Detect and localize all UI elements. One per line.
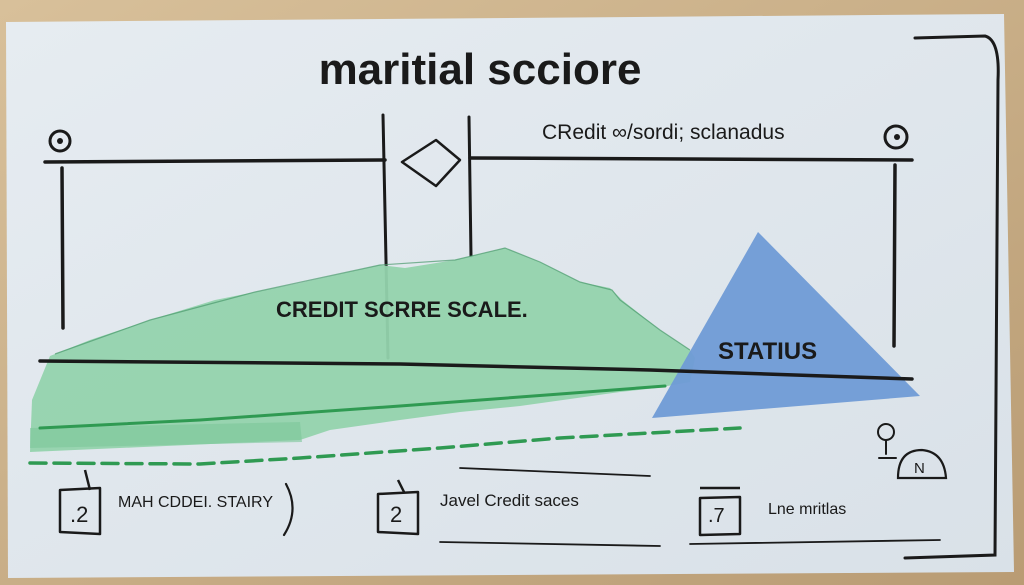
divider-line-2 <box>467 115 473 258</box>
corner-badge-label: N <box>914 460 925 477</box>
legend-underline-3 <box>689 539 941 545</box>
header-note: CRedit ∞/sordi; sclanadus <box>542 121 785 144</box>
mountain-shadow-strip <box>30 422 302 448</box>
green-dashed-line <box>28 426 742 466</box>
legend-bracket-1 <box>282 482 294 537</box>
legend-text-2: Javel Credit saces <box>440 491 579 510</box>
main-baseline <box>38 359 914 381</box>
right-border-bracket <box>903 34 1000 560</box>
circle-marker-right <box>883 124 909 150</box>
green-trend-line <box>38 384 667 430</box>
legend-box-3: .7 <box>708 505 725 527</box>
credit-scale-label: CREDIT SCRRE SCALE. <box>276 297 528 322</box>
legend-box-1: .2 <box>70 502 88 527</box>
diamond-shape <box>400 138 462 188</box>
vertical-line-right <box>892 163 897 348</box>
circle-dot-right <box>894 134 900 140</box>
legend-mark-1 <box>58 469 102 536</box>
mountain-outline <box>54 247 691 355</box>
circle-marker-left <box>48 129 72 153</box>
status-label: STATIUS <box>718 338 817 365</box>
pin-stem <box>878 439 897 459</box>
legend-text-3: Lne mritlas <box>768 501 846 518</box>
vertical-line-left <box>60 166 65 330</box>
badge-arch <box>896 448 948 480</box>
legend-box-2: 2 <box>390 502 402 527</box>
legend-text-1: MAH CDDEI. STAIRY <box>118 494 273 511</box>
legend-mark-2 <box>376 479 420 536</box>
diagram-title: maritial scciore <box>319 45 642 94</box>
legend-underline-2 <box>439 467 661 547</box>
circle-dot-left <box>57 138 63 144</box>
top-axis-line <box>43 156 914 164</box>
legend-mark-3 <box>698 486 742 537</box>
credit-mountain-area <box>30 248 695 452</box>
